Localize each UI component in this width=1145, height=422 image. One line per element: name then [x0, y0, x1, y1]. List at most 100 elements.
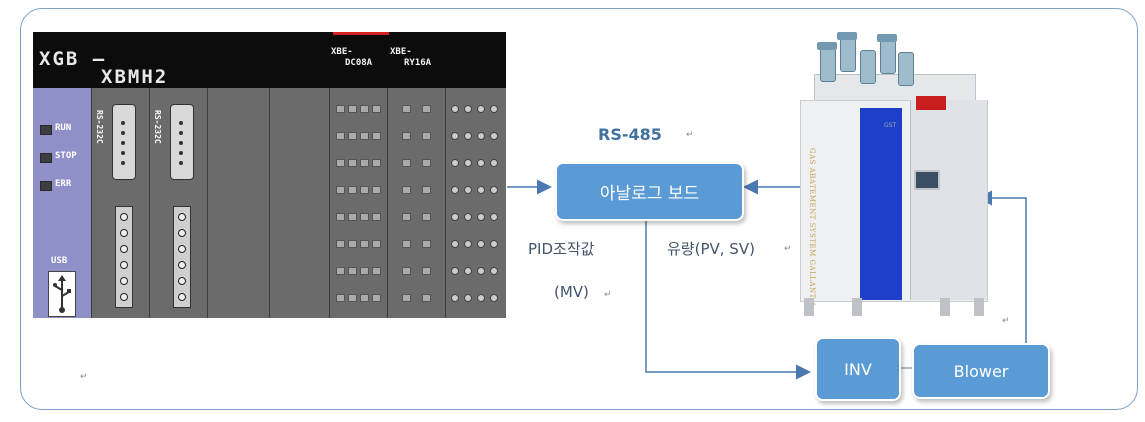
stop-led-icon: [40, 153, 52, 163]
io-screw-icon: [451, 294, 459, 302]
io-terminal-icon: [348, 132, 357, 140]
io-terminal-icon: [336, 213, 345, 221]
plc-module2-label-line1: XBE-: [390, 47, 412, 57]
io-terminal-icon: [336, 267, 345, 275]
io-terminal-icon: [402, 105, 411, 113]
paragraph-mark: ↵: [604, 290, 612, 300]
io-terminal-icon: [422, 132, 431, 140]
io-screw-icon: [477, 240, 485, 248]
io-terminal-icon: [336, 105, 345, 113]
io-screw-icon: [490, 132, 498, 140]
serial-port-2-icon: [170, 104, 194, 180]
io-screw-icon: [490, 159, 498, 167]
io-terminal-icon: [422, 159, 431, 167]
io-terminal-icon: [360, 294, 369, 302]
io-screw-icon: [451, 132, 459, 140]
analog-board-box: 아날로그 보드: [555, 162, 744, 221]
plc-red-mark: [333, 32, 389, 35]
io-screw-icon: [451, 186, 459, 194]
blower-label: Blower: [953, 361, 1009, 381]
diagram-frame: [20, 8, 1138, 410]
flow-label: 유량(PV, SV): [667, 240, 755, 258]
io-terminal-icon: [336, 240, 345, 248]
io-terminal-icon: [422, 213, 431, 221]
io-terminal-icon: [372, 267, 381, 275]
io-terminal-icon: [360, 240, 369, 248]
io-screw-icon: [451, 267, 459, 275]
io-terminal-icon: [348, 240, 357, 248]
terminal-block-1-icon: [115, 206, 133, 308]
io-terminal-icon: [422, 240, 431, 248]
io-screw-icon: [464, 240, 472, 248]
io-terminal-icon: [348, 294, 357, 302]
io-terminal-icon: [360, 213, 369, 221]
machine-blue-door: [860, 108, 902, 300]
valve-icon: [840, 38, 856, 72]
arrow-board-to-inv: [645, 219, 811, 380]
plc-comm-module-1: RS-232C: [91, 88, 150, 318]
arrow-blower-to-machine: [977, 190, 1027, 343]
io-terminal-icon: [422, 267, 431, 275]
machine-indicator-icon: [916, 96, 946, 110]
machine-side-panel: [910, 100, 987, 300]
io-screw-icon: [490, 213, 498, 221]
io-terminal-icon: [402, 240, 411, 248]
io-screw-icon: [490, 186, 498, 194]
usb-icon: [48, 271, 76, 317]
plc-io-module-1: [329, 88, 388, 318]
io-terminal-icon: [402, 132, 411, 140]
io-terminal-icon: [402, 294, 411, 302]
io-terminal-icon: [422, 105, 431, 113]
machine-leg: [940, 298, 950, 316]
io-terminal-icon: [402, 186, 411, 194]
io-screw-icon: [490, 294, 498, 302]
io-terminal-icon: [372, 159, 381, 167]
machine-vertical-text: GAS ABATEMENT SYSTEM GALLANT A: [808, 148, 816, 308]
io-screw-icon: [477, 186, 485, 194]
io-terminal-icon: [372, 240, 381, 248]
io-terminal-icon: [402, 213, 411, 221]
run-led-icon: [40, 125, 52, 135]
io-screw-icon: [477, 132, 485, 140]
plc-brand: XGB — XBMH2: [39, 48, 168, 87]
io-screw-icon: [451, 159, 459, 167]
valve-icon: [880, 40, 896, 74]
io-screw-icon: [490, 267, 498, 275]
io-screw-icon: [464, 213, 472, 221]
io-screw-icon: [464, 132, 472, 140]
inv-box: INV: [815, 337, 901, 401]
io-terminal-icon: [372, 105, 381, 113]
plc-module2-label: XBE- RY16A: [390, 47, 431, 69]
io-terminal-icon: [402, 267, 411, 275]
io-screw-icon: [477, 213, 485, 221]
io-terminal-icon: [348, 105, 357, 113]
machine-screen-icon: [914, 170, 940, 190]
machine-leg: [804, 298, 814, 316]
led-err-label: ERR: [55, 179, 72, 189]
io-screw-icon: [464, 105, 472, 113]
io-screw-icon: [477, 267, 485, 275]
plc-image: XGB — XBMH2 XBE- DC08A XBE- RY16A RUN ST…: [33, 32, 506, 318]
io-terminal-icon: [348, 213, 357, 221]
plc-top-bar: [33, 32, 506, 88]
io-terminal-icon: [360, 132, 369, 140]
machine-logo: GST: [884, 122, 897, 129]
io-terminal-icon: [336, 132, 345, 140]
rs485-label: RS-485: [598, 125, 662, 144]
terminal-block-2-icon: [173, 206, 191, 308]
gas-abatement-machine-image: GAS ABATEMENT SYSTEM GALLANT A GST: [790, 30, 996, 318]
io-terminal-icon: [348, 267, 357, 275]
io-terminal-icon: [422, 186, 431, 194]
paragraph-mark: ↵: [686, 130, 694, 140]
err-led-icon: [40, 181, 52, 191]
inv-label: INV: [844, 359, 872, 379]
mv-label: (MV): [554, 283, 589, 301]
port1-label: RS-232C: [95, 110, 104, 144]
plc-brand-line1: XGB —: [39, 48, 107, 70]
valve-cap-icon: [877, 34, 897, 42]
io-screw-icon: [464, 186, 472, 194]
valve-cap-icon: [837, 32, 857, 40]
io-terminal-icon: [372, 294, 381, 302]
plc-blank-slot-2: [269, 88, 330, 318]
